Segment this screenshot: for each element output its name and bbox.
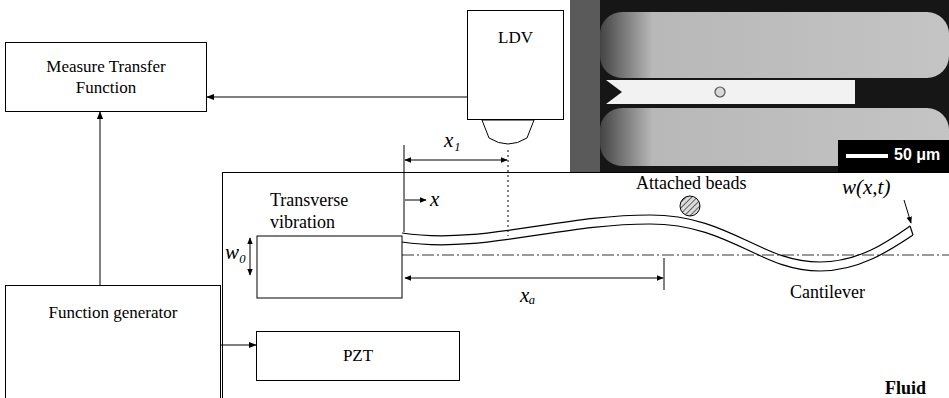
dimension-label: xₐ: [520, 283, 535, 308]
signal-arrow: [221, 345, 256, 346]
node-text: Fluid: [885, 377, 926, 398]
bead: [680, 196, 700, 216]
laser-beam: [508, 150, 509, 236]
cantilever-beam: [402, 215, 910, 262]
node-text: PZT: [343, 345, 373, 366]
annotation: Transverse vibration: [270, 190, 370, 233]
cantilever-beam: [402, 224, 913, 271]
amplitude-label: w₀: [224, 240, 247, 265]
axis-label: x: [430, 187, 439, 212]
actuator-box: PZT: [256, 331, 460, 381]
signal-arrow: [207, 97, 467, 98]
process-box: Measure Transfer Function: [5, 42, 207, 112]
instrument-box: LDV: [467, 10, 564, 120]
dimension-arrow: [405, 278, 663, 279]
dimension-arrow: [405, 160, 507, 161]
annotation: Attached beads: [636, 173, 746, 195]
instrument-box: Function generator: [5, 285, 221, 398]
deflection-label: w(x,t): [842, 175, 890, 200]
dimension-tick: [664, 258, 665, 290]
node-text: Function generator: [6, 302, 220, 323]
node-text: LDV: [468, 27, 563, 48]
deflection-arrow: [904, 200, 911, 223]
centerline: [402, 255, 949, 256]
signal-arrow: [100, 112, 101, 285]
vibration-arrow: [250, 238, 251, 275]
clamp-block: [257, 236, 402, 298]
cantilever-tip: [910, 226, 913, 235]
axis-arrow: [405, 200, 426, 201]
scale-bar-label: 50 μm: [894, 145, 940, 164]
dimension-label: x₁: [444, 128, 461, 153]
dimension-tick: [404, 145, 405, 232]
micrograph: [570, 0, 949, 172]
ldv-lens: [482, 120, 534, 144]
part-name: Cantilever: [790, 282, 865, 304]
node-text: Measure Transfer Function: [31, 56, 181, 99]
